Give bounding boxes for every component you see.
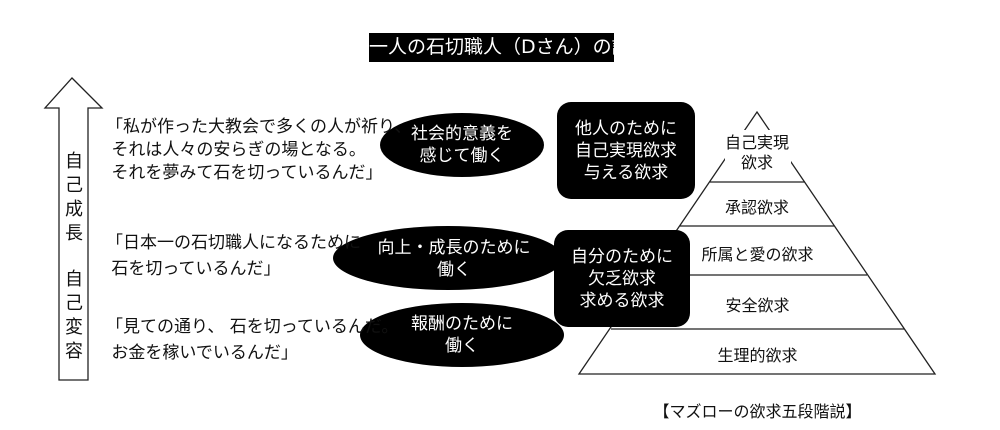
quote-line: 「私が作った大教会で多くの人が祈り、	[106, 117, 412, 137]
ellipse-reward	[360, 303, 564, 367]
box-seek-text: 自分のために 欠乏欲求 求める欲求	[554, 246, 690, 312]
box-give	[557, 102, 695, 199]
ellipse-growth-text: 向上・成長のために 働く	[370, 237, 538, 281]
box-line: 求める欲求	[579, 291, 665, 311]
quote-line: 「見ての通り、 石を切っているんだ。	[106, 317, 399, 337]
ellipse-line: 社会的意義を	[411, 124, 513, 144]
box-give-text: 他人のために 自己実現欲求 与える欲求	[557, 118, 695, 184]
box-line: 与える欲求	[583, 163, 669, 183]
pyramid-caption: 【マズローの欲求五段階説】	[653, 402, 862, 421]
ellipse-line: 働く	[437, 260, 471, 280]
ellipse-growth	[333, 226, 563, 290]
pyramid-layer-belonging: 所属と愛の欲求	[701, 245, 814, 264]
quote-1: 「私が作った大教会で多くの人が祈り、 それは人々の安らぎの場となる。 それを夢み…	[106, 116, 411, 185]
page-title: 一人の石切職人（Dさん）の話	[369, 33, 631, 62]
quote-line: それを夢みて石を切っているんだ」	[106, 163, 383, 183]
quote-line: 「日本一の石切職人になるために	[106, 233, 361, 253]
box-line: 自分のために	[571, 247, 673, 267]
quote-3: 「見ての通り、 石を切っているんだ。 お金を稼いでいるんだ」	[106, 314, 398, 366]
box-line: 他人のために	[575, 119, 677, 139]
arrow-label: 自己成長 自己変容	[62, 150, 86, 364]
ellipse-line: 働く	[445, 336, 479, 356]
ellipse-social-text: 社会的意義を 感じて働く	[392, 123, 532, 167]
box-line: 自己実現欲求	[575, 141, 677, 161]
quote-2: 「日本一の石切職人になるために 石を切っているんだ」	[106, 230, 361, 282]
quote-line: お金を稼いでいるんだ」	[106, 343, 298, 363]
growth-arrow	[43, 77, 104, 381]
box-seek	[554, 230, 690, 327]
ellipse-reward-text: 報酬のために 働く	[392, 313, 532, 357]
ellipse-line: 報酬のために	[411, 314, 513, 334]
arrow-label-change: 自己変容	[65, 269, 83, 362]
arrow-label-growth: 自己成長	[65, 151, 83, 244]
pyramid-layer-physiological: 生理的欲求	[717, 346, 798, 365]
pyramid-layer-self-actualization: 自己実現 欲求	[707, 133, 807, 173]
quote-line: それは人々の安らぎの場となる。	[106, 140, 366, 160]
pyramid-layer-esteem: 承認欲求	[724, 198, 789, 217]
layer-line: 欲求	[740, 153, 773, 172]
pyramid-layer-safety: 安全欲求	[725, 296, 790, 315]
ellipse-line: 向上・成長のために	[377, 238, 531, 258]
box-line: 欠乏欲求	[588, 269, 656, 289]
ellipse-line: 感じて働く	[419, 146, 505, 166]
layer-line: 自己実現	[724, 133, 789, 152]
quote-line: 石を切っているんだ」	[106, 259, 281, 279]
ellipse-social	[380, 113, 544, 177]
